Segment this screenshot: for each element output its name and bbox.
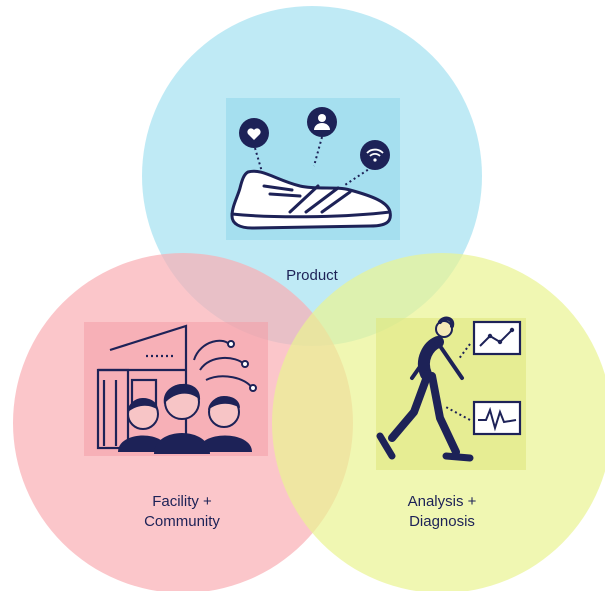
label-product: Product	[212, 266, 412, 286]
walking-person-icon	[376, 316, 474, 462]
pulse-chart-icon	[472, 400, 522, 436]
label-product-line-1: Product	[286, 267, 338, 284]
facility-illustration	[84, 322, 268, 456]
wifi-icon	[360, 140, 390, 170]
product-illustration	[226, 98, 400, 240]
network-icon	[193, 339, 257, 392]
label-analysis-line-2: Diagnosis	[409, 513, 475, 530]
line-chart-icon	[472, 320, 522, 356]
label-facility-line-1: Facility +	[152, 493, 212, 510]
label-analysis: Analysis + Diagnosis	[342, 492, 542, 532]
user-icon	[307, 107, 337, 137]
heart-icon	[239, 118, 269, 148]
analysis-illustration	[376, 316, 526, 470]
people-group-icon	[118, 383, 252, 454]
running-shoe-icon	[230, 169, 392, 230]
label-facility-line-2: Community	[144, 513, 220, 530]
label-facility: Facility + Community	[82, 492, 282, 532]
label-analysis-line-1: Analysis +	[407, 493, 477, 510]
